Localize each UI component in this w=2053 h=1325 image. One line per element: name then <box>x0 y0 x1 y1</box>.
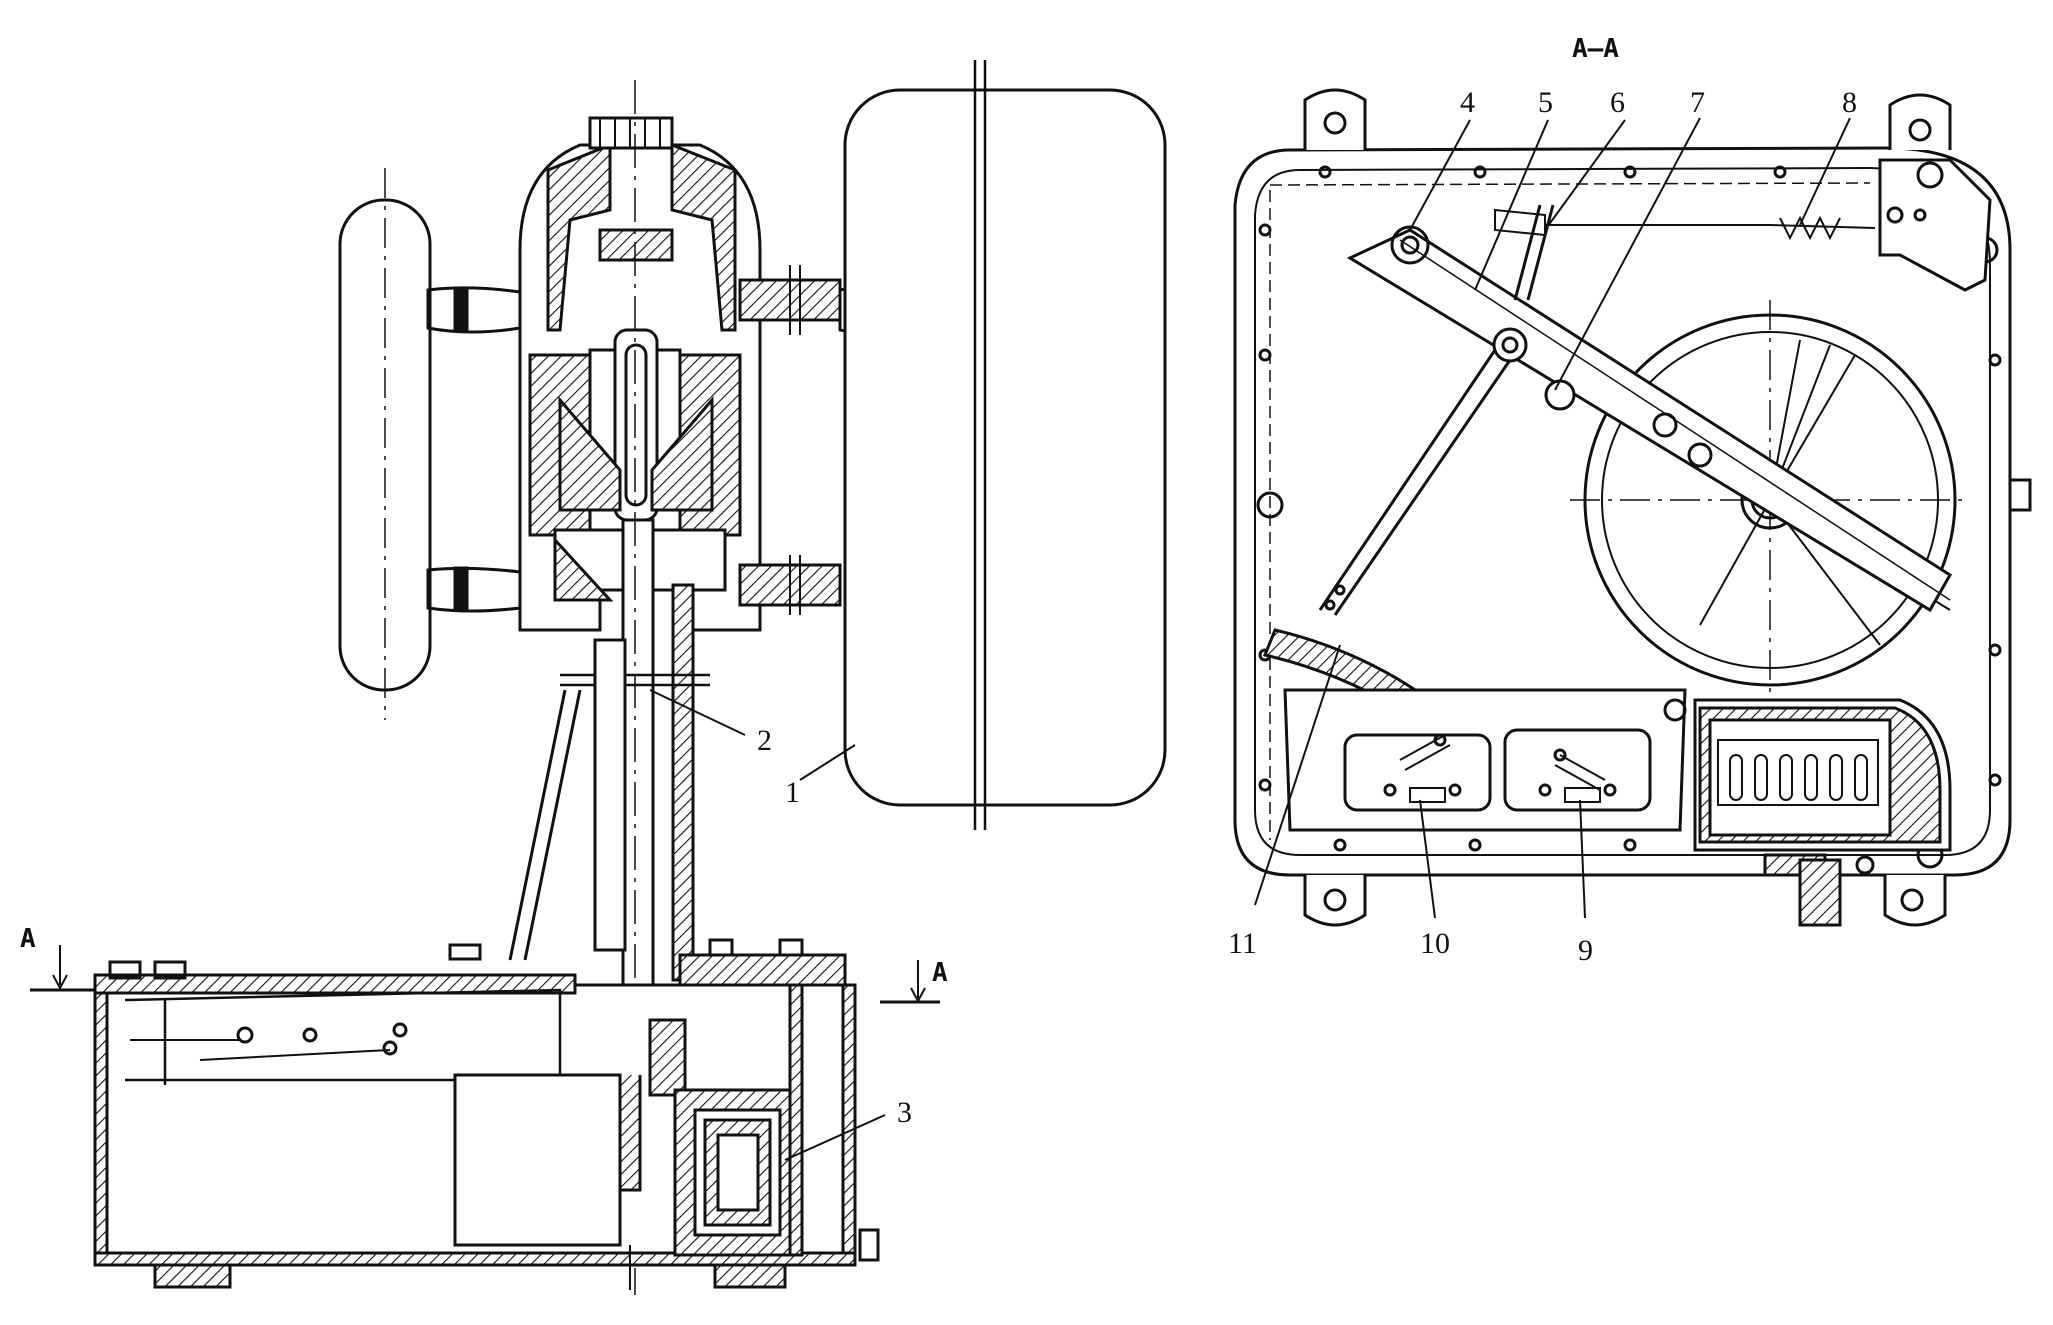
right-wheel <box>843 60 1167 830</box>
callout-3: 3 <box>897 1096 912 1129</box>
callout-9: 9 <box>1578 934 1593 967</box>
callout-10: 10 <box>1420 927 1450 960</box>
spring-bracket <box>1878 158 1992 292</box>
callout-1: 1 <box>785 776 800 809</box>
callout-4: 4 <box>1460 86 1475 119</box>
side-section-view <box>30 60 1167 1295</box>
linkage-arm <box>1262 204 1953 724</box>
section-mark-right: A <box>932 958 948 988</box>
callout-6: 6 <box>1610 86 1625 119</box>
section-a-a-view <box>1233 88 2032 927</box>
section-cut-mark-right <box>880 960 940 1004</box>
callout-2: 2 <box>757 724 772 757</box>
terminal-block <box>1693 698 1952 927</box>
section-title: A–A <box>1572 34 1619 64</box>
callout-5: 5 <box>1538 86 1553 119</box>
callout-8: 8 <box>1842 86 1857 119</box>
section-cut-mark-left <box>30 945 95 992</box>
callout-11: 11 <box>1228 927 1257 960</box>
base-housing <box>93 938 880 1290</box>
callout-7: 7 <box>1690 86 1705 119</box>
left-wheel <box>338 168 522 720</box>
section-mark-left: A <box>20 924 36 954</box>
lower-plate <box>1283 688 1687 832</box>
